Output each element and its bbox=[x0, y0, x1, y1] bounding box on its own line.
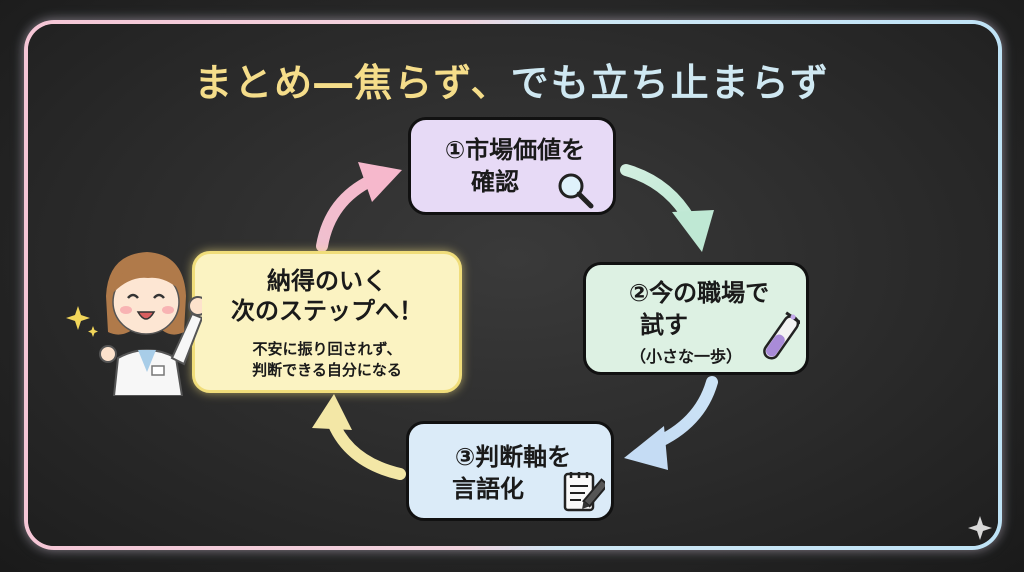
slide-title: まとめ―焦らず、でも立ち止まらず bbox=[0, 52, 1024, 107]
goal-small-line-2: 判断できる自分になる bbox=[252, 361, 402, 379]
step-3-line-1: ③判断軸を bbox=[454, 443, 572, 471]
step-2-line-1: ②今の職場で bbox=[628, 279, 770, 307]
step-3-box: ③判断軸を 言語化 bbox=[406, 421, 614, 521]
step-2-box: ②今の職場で 試す （小さな一歩） bbox=[583, 262, 809, 375]
step-2-line-2: 試す bbox=[640, 311, 688, 339]
goal-small-line-1: 不安に振り回されず、 bbox=[252, 340, 402, 358]
title-part-1: まとめ―焦らず、 bbox=[194, 61, 511, 105]
arrow-to-goal bbox=[312, 394, 406, 480]
sparkle-icon bbox=[66, 306, 98, 337]
slide-frame bbox=[24, 20, 1002, 550]
title-part-2: でも立ち止まらず bbox=[510, 61, 830, 105]
goal-box: 納得のいく 次のステップへ！ 不安に振り回されず、 判断できる自分になる bbox=[192, 251, 462, 393]
step-3-line-2: 言語化 bbox=[452, 475, 524, 503]
goal-line-2: 次のステップへ！ bbox=[231, 297, 423, 325]
cheering-character-illustration bbox=[99, 252, 202, 396]
arrow-to-step3 bbox=[624, 376, 718, 470]
step-2-subtext: （小さな一歩） bbox=[629, 347, 742, 366]
arrow-to-step1 bbox=[316, 162, 402, 252]
step-1-line-2: 確認 bbox=[471, 168, 519, 196]
test-tube-icon bbox=[763, 311, 800, 360]
goal-line-1: 納得のいく bbox=[267, 267, 387, 295]
arrow-to-step2 bbox=[620, 164, 714, 252]
corner-star-icon bbox=[968, 516, 992, 540]
magnifier-icon bbox=[558, 173, 594, 209]
step-1-line-1: ①市場価値を bbox=[444, 136, 586, 164]
step-1-box: ①市場価値を 確認 bbox=[408, 117, 616, 215]
notepad-pencil-icon bbox=[563, 472, 605, 512]
